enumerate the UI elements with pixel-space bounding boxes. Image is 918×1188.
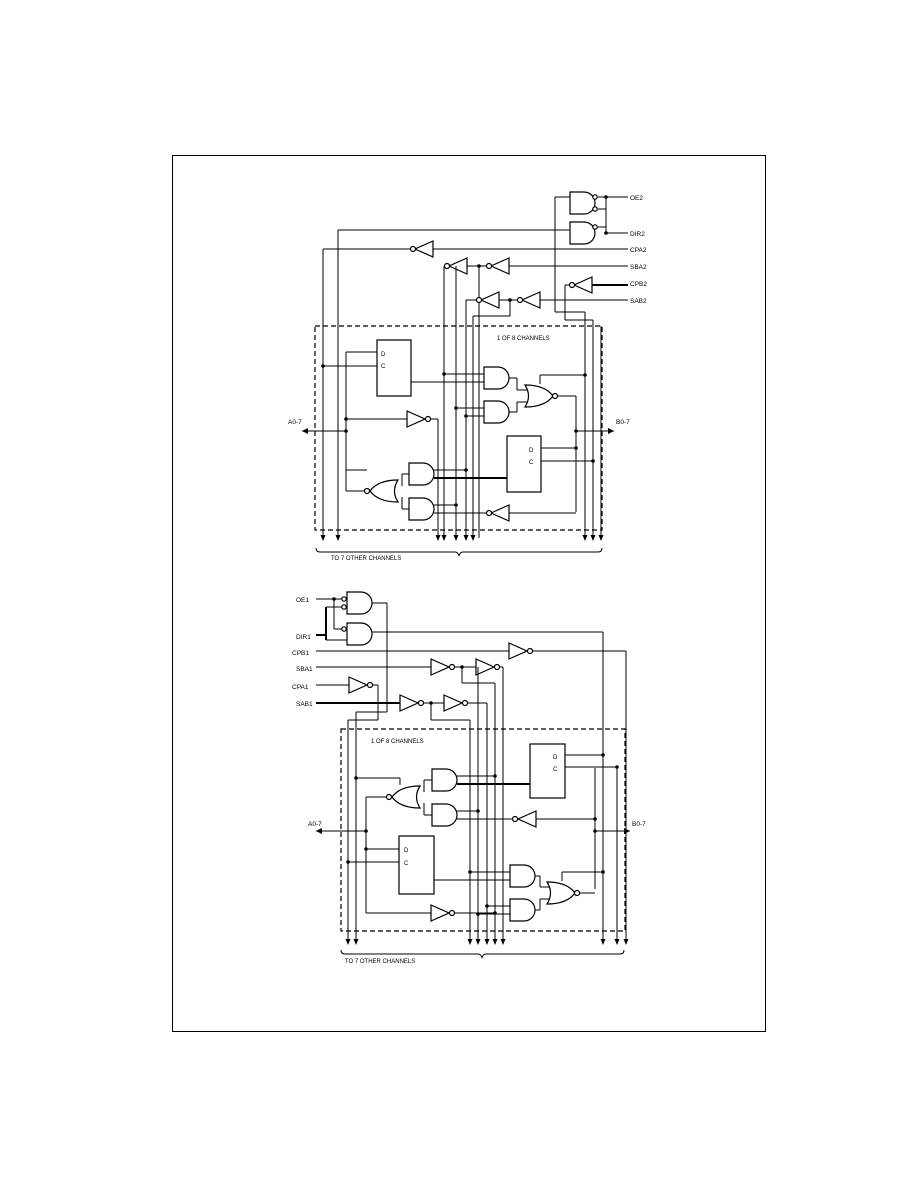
bottom-sba-buffer-1 xyxy=(430,658,450,676)
top-register-a xyxy=(376,339,412,397)
top-to-other-channels: TO 7 OTHER CHANNELS xyxy=(331,556,401,562)
top-cpa-buffer xyxy=(414,240,434,258)
top-oe-and-gate xyxy=(569,191,596,215)
bottom-sab-buffer-2 xyxy=(443,694,463,712)
bottom-bus-a: A0-7 xyxy=(308,821,322,828)
top-control-sba2: SBA2 xyxy=(630,264,647,271)
top-dir-and-gate xyxy=(569,221,596,245)
bottom-control-oe1: OE1 xyxy=(296,597,309,604)
bottom-dir-and-gate xyxy=(346,622,373,646)
bottom-control-cpb1: CPB1 xyxy=(292,650,309,657)
bottom-a-to-b-buffer xyxy=(430,904,450,922)
top-register-b-d: D xyxy=(529,448,534,454)
bottom-channel-label: 1 OF 8 CHANNELS xyxy=(371,739,424,745)
bottom-channel-boundary xyxy=(340,728,626,932)
bottom-or-gate-2 xyxy=(546,881,576,905)
top-control-oe2: OE2 xyxy=(630,195,643,202)
bottom-control-sab1: SAB1 xyxy=(296,701,313,708)
top-section: 1 OF 8 CHANNELS OE2 DIR2 CPA2 SBA2 CPB2 … xyxy=(288,191,647,562)
bottom-register-b xyxy=(398,835,435,895)
bottom-oe-and-gate xyxy=(346,591,373,615)
diagram-frame xyxy=(172,155,766,1032)
top-bus-b: B0-7 xyxy=(616,419,630,426)
top-control-dir2: DIR2 xyxy=(630,231,645,238)
bottom-control-sba1: SBA1 xyxy=(296,666,313,673)
bottom-and-gate-1 xyxy=(431,768,458,792)
top-register-b xyxy=(506,435,542,493)
bottom-cpb-buffer xyxy=(508,642,528,660)
bottom-sba-buffer-2 xyxy=(475,658,495,676)
top-b-to-a-buffer xyxy=(490,504,510,522)
bottom-register-a xyxy=(529,743,566,799)
top-control-sab2: SAB2 xyxy=(630,298,647,305)
top-and-gate-4 xyxy=(408,497,435,521)
bottom-register-b-d: D xyxy=(404,848,409,854)
top-or-gate-2 xyxy=(369,479,399,503)
bottom-register-b-c: C xyxy=(404,861,409,867)
top-control-cpb2: CPB2 xyxy=(630,281,647,288)
top-or-gate xyxy=(524,384,554,408)
top-cpb-buffer xyxy=(573,276,593,294)
top-channel-label: 1 OF 8 CHANNELS xyxy=(497,336,550,342)
top-fanout-arrows xyxy=(320,535,604,541)
bottom-b-to-a-buffer xyxy=(517,810,537,828)
bottom-register-a-d: D xyxy=(553,755,558,761)
bottom-sab-buffer-1 xyxy=(399,694,419,712)
bottom-bus-b: B0-7 xyxy=(632,821,646,828)
top-bus-a: A0-7 xyxy=(288,419,302,426)
bottom-cpa-buffer xyxy=(348,676,368,694)
bottom-to-other-channels: TO 7 OTHER CHANNELS xyxy=(345,959,415,965)
bottom-and-gate-3 xyxy=(509,864,536,888)
top-sba-buffer-1 xyxy=(490,257,510,275)
top-channel-boundary xyxy=(314,325,603,531)
bottom-register-a-c: C xyxy=(553,767,558,773)
top-a-to-b-buffer xyxy=(406,410,426,428)
bottom-and-gate-2 xyxy=(431,803,458,827)
top-register-b-c: C xyxy=(529,460,534,466)
top-control-cpa2: CPA2 xyxy=(630,247,647,254)
bottom-or-gate xyxy=(391,785,421,809)
bottom-section: 1 OF 8 CHANNELS OE1 DIR1 CPB1 SBA1 CPA1 … xyxy=(292,591,646,965)
top-and-gate-3 xyxy=(408,462,435,486)
top-register-a-d: D xyxy=(381,352,386,358)
top-sba-buffer-2 xyxy=(448,257,468,275)
bottom-and-gate-4 xyxy=(509,898,536,922)
top-sab-buffer-2 xyxy=(480,291,500,309)
top-register-a-c: C xyxy=(381,364,386,370)
bottom-control-cpa1: CPA1 xyxy=(292,684,309,691)
bottom-control-dir1: DIR1 xyxy=(296,634,311,641)
top-and-gate-1 xyxy=(483,366,510,390)
top-and-gate-2 xyxy=(483,400,510,424)
bottom-fanout-arrows xyxy=(345,939,629,945)
top-sab-buffer-1 xyxy=(521,291,541,309)
